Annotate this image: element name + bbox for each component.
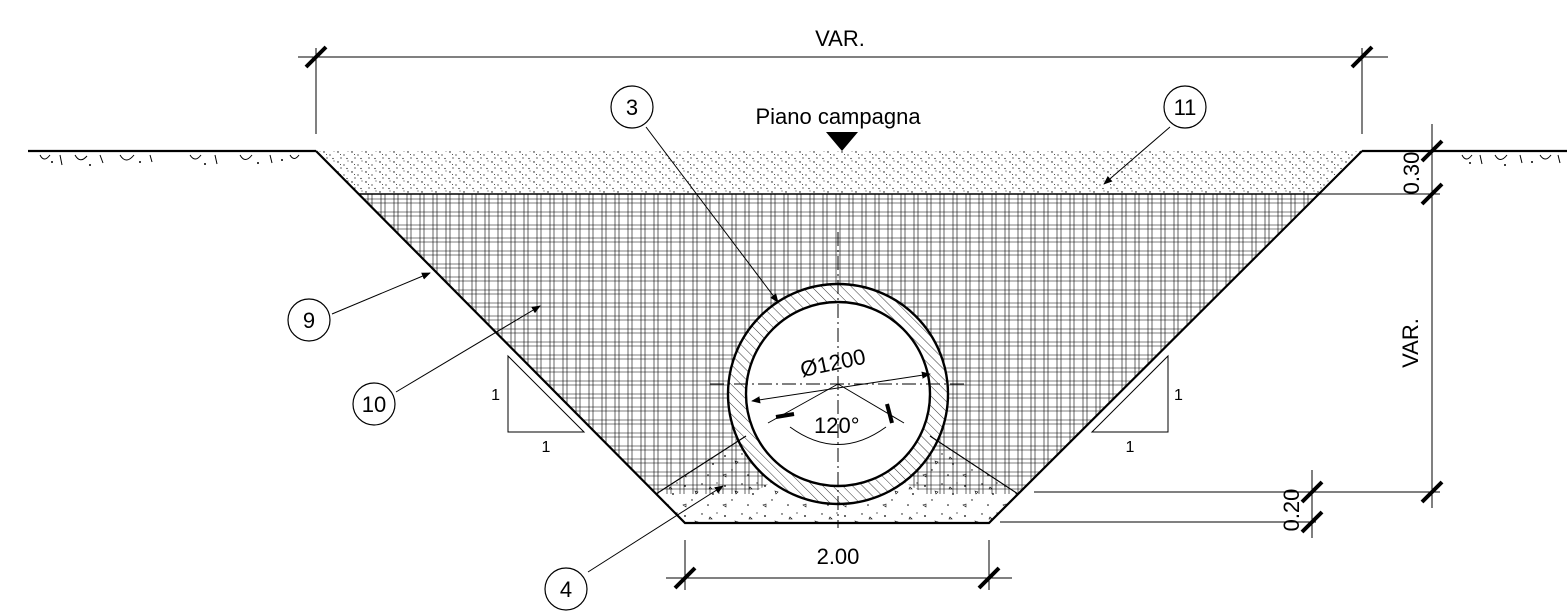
right-height-dimension-label: VAR. bbox=[1398, 318, 1423, 368]
bedding-boundary bbox=[655, 435, 1019, 495]
ground-surface-right bbox=[1362, 149, 1567, 166]
svg-text:4: 4 bbox=[560, 577, 572, 602]
bottom-dimension bbox=[666, 540, 1012, 590]
trench-outline bbox=[315, 150, 1363, 525]
svg-text:9: 9 bbox=[303, 308, 315, 333]
top-layer-fill bbox=[316, 151, 1362, 194]
svg-text:10: 10 bbox=[362, 392, 386, 417]
bed-thickness-label: 0.20 bbox=[1279, 489, 1304, 532]
ground-surface-left bbox=[28, 149, 316, 166]
diameter-line bbox=[751, 371, 931, 404]
top-layer-thickness-label: 0.30 bbox=[1399, 152, 1424, 195]
slope-triangle-left bbox=[507, 354, 586, 433]
callout-10: 10 bbox=[352, 382, 396, 426]
callout-11: 11 bbox=[1163, 85, 1207, 129]
slope-right-horizontal: 1 bbox=[1126, 439, 1135, 456]
svg-text:11: 11 bbox=[1174, 95, 1197, 120]
right-dimension-ticks bbox=[1300, 139, 1444, 534]
slope-triangle-right bbox=[1090, 354, 1169, 433]
svg-text:3: 3 bbox=[626, 95, 638, 120]
callout-3: 3 bbox=[610, 85, 654, 129]
top-dimension bbox=[298, 45, 1388, 134]
right-dimension-chain bbox=[1000, 124, 1440, 538]
callout-4: 4 bbox=[544, 567, 588, 611]
slope-left-vertical: 1 bbox=[491, 387, 500, 404]
bedding-angle-ticks bbox=[775, 403, 894, 424]
bottom-width-label: 2.00 bbox=[817, 544, 860, 569]
slope-left-horizontal: 1 bbox=[542, 439, 551, 456]
ground-level-label: Piano campagna bbox=[755, 104, 921, 129]
callout-leaders bbox=[331, 126, 1171, 573]
bedding-angle-label: 120° bbox=[814, 413, 860, 438]
callout-9: 9 bbox=[287, 298, 331, 342]
ground-level-marker bbox=[826, 132, 858, 151]
top-dimension-label: VAR. bbox=[815, 26, 865, 51]
slope-right-vertical: 1 bbox=[1174, 387, 1183, 404]
